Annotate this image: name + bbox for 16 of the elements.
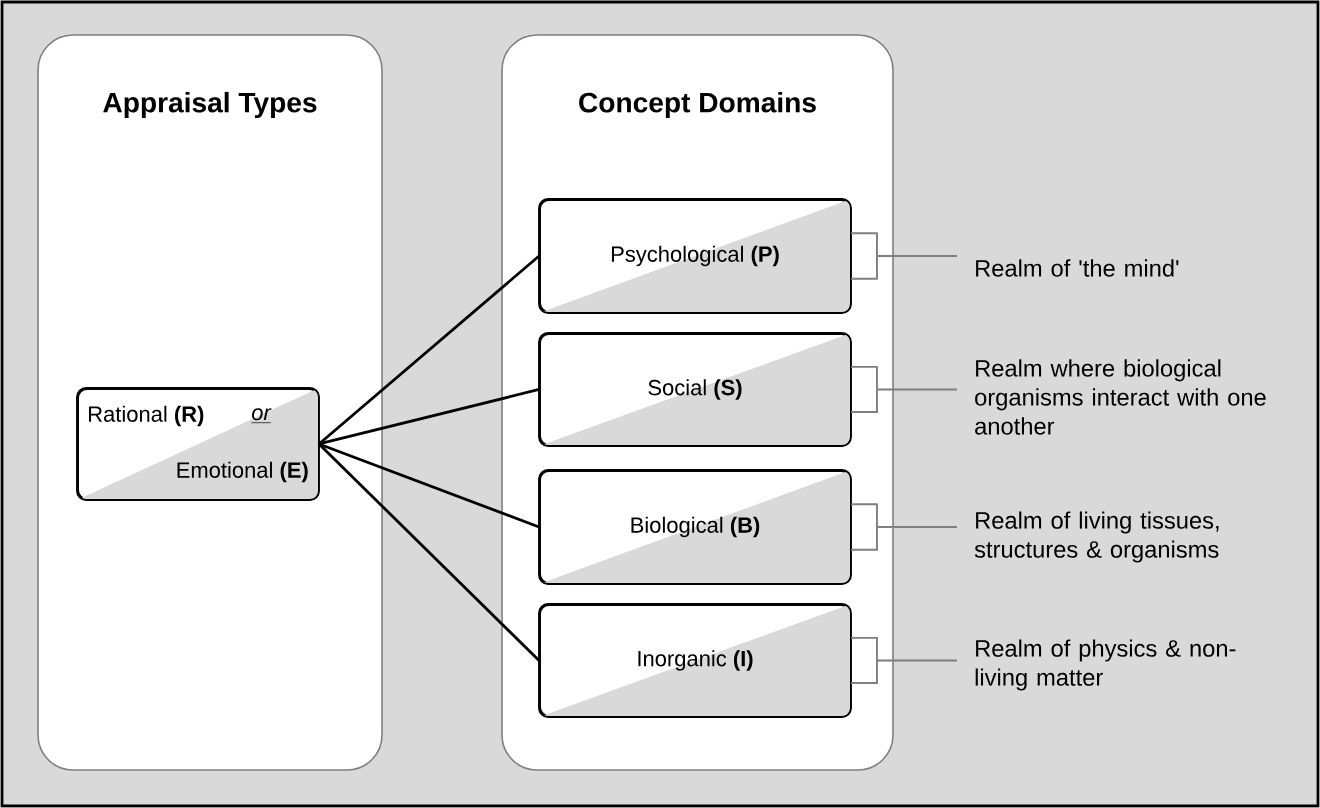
process-box: Inorganic (I) bbox=[538, 603, 852, 718]
description-text: Realm of physics & non-living matter bbox=[975, 639, 1236, 691]
process-box: Rational (R) or Emotional (E) bbox=[76, 387, 320, 501]
description-text: Realm of living tissues, structures & organisms bbox=[974, 511, 1219, 563]
description-text: Realm of 'the mind' bbox=[976, 259, 1179, 277]
connector-line bbox=[318, 388, 540, 446]
description-text: Realm where biological organisms interact with one another bbox=[975, 359, 1266, 435]
connector-line bbox=[318, 443, 541, 662]
bracket-connector bbox=[850, 636, 958, 685]
connector-line bbox=[318, 442, 540, 529]
process-box: Social (S) bbox=[538, 332, 852, 447]
process-box: Psychological (P) bbox=[538, 198, 852, 314]
bracket-connector bbox=[850, 503, 958, 551]
process-box: Biological (B) bbox=[538, 469, 852, 585]
bracket-connector bbox=[850, 365, 958, 414]
bracket-connector bbox=[850, 232, 958, 280]
